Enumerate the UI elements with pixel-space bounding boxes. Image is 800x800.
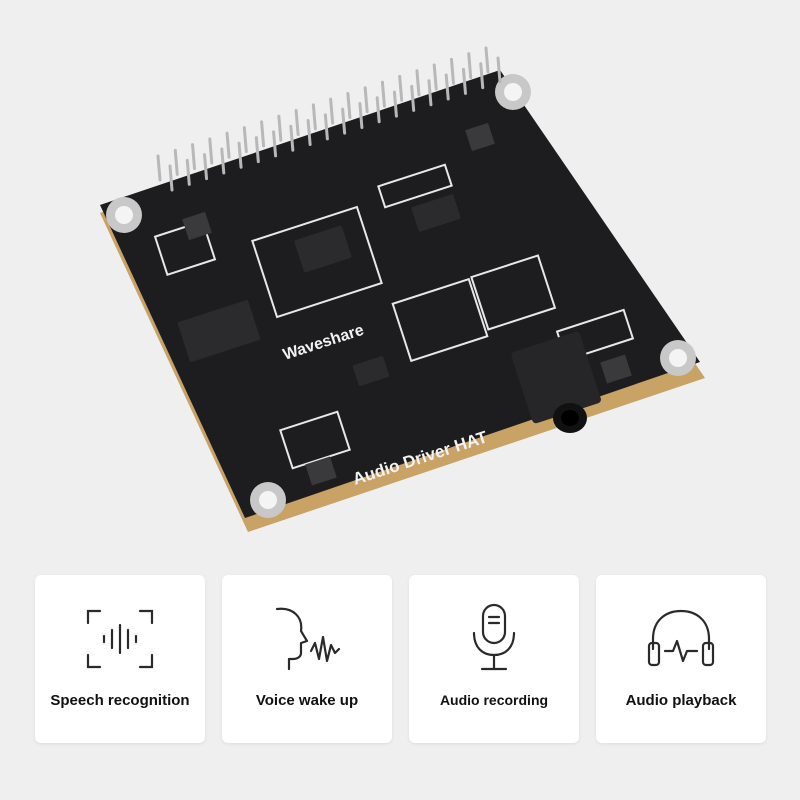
header-pin bbox=[380, 80, 386, 108]
header-pin bbox=[311, 103, 317, 131]
header-pin bbox=[168, 164, 174, 192]
header-pin bbox=[173, 148, 179, 176]
feature-card-speech-recognition: Speech recognition bbox=[35, 575, 205, 743]
header-pin bbox=[467, 52, 473, 80]
header-pin bbox=[185, 158, 191, 186]
feature-label: Audio playback bbox=[625, 692, 737, 709]
header-pin bbox=[289, 124, 295, 152]
voice-wake-icon bbox=[275, 607, 341, 671]
header-pin bbox=[191, 143, 197, 171]
header-pin bbox=[208, 137, 214, 165]
mounting-hole bbox=[250, 482, 286, 518]
header-pin bbox=[260, 120, 266, 148]
header-pin bbox=[363, 86, 369, 114]
header-pin bbox=[496, 56, 502, 84]
header-pin bbox=[444, 73, 450, 101]
header-pin bbox=[461, 67, 467, 95]
mounting-hole bbox=[106, 197, 142, 233]
header-pin bbox=[398, 74, 404, 102]
header-pin bbox=[410, 84, 416, 112]
ic-chip bbox=[411, 194, 461, 232]
microphone-icon bbox=[472, 603, 516, 671]
feature-label: Audio recording bbox=[439, 692, 549, 708]
header-pin bbox=[323, 113, 329, 141]
header-pin bbox=[156, 154, 162, 182]
ic-chip bbox=[177, 300, 261, 362]
header-pin bbox=[346, 91, 352, 119]
header-pin bbox=[242, 126, 248, 154]
header-pin bbox=[358, 101, 364, 129]
header-pin bbox=[220, 147, 226, 175]
header-pin bbox=[203, 153, 209, 181]
speech-recognition-icon bbox=[86, 609, 154, 669]
gpio-header bbox=[156, 46, 502, 192]
mounting-hole bbox=[660, 340, 696, 376]
ic-chip bbox=[352, 356, 390, 386]
small-component bbox=[182, 122, 632, 486]
mounting-hole bbox=[495, 74, 531, 110]
ic-chip bbox=[294, 225, 352, 273]
feature-card-audio-playback: Audio playback bbox=[596, 575, 766, 743]
product-photo: Waveshare Audio Driver HAT bbox=[100, 46, 705, 532]
header-pin bbox=[341, 107, 347, 135]
header-pin bbox=[392, 90, 398, 118]
header-pin bbox=[277, 114, 283, 142]
header-pin bbox=[306, 119, 312, 147]
header-pin bbox=[484, 46, 490, 74]
feature-card-audio-recording: Audio recording bbox=[409, 575, 579, 743]
header-pin bbox=[237, 141, 243, 169]
header-pin bbox=[427, 79, 433, 107]
header-pin bbox=[329, 97, 335, 125]
feature-label: Speech recognition bbox=[50, 692, 190, 709]
header-pin bbox=[375, 96, 381, 124]
header-pin bbox=[225, 131, 231, 159]
header-pin bbox=[449, 57, 455, 85]
feature-card-voice-wake-up: Voice wake up bbox=[222, 575, 392, 743]
header-pin bbox=[272, 130, 278, 158]
feature-label: Voice wake up bbox=[255, 692, 359, 709]
header-pin bbox=[294, 109, 300, 137]
pcb-board: Waveshare Audio Driver HAT bbox=[100, 46, 705, 532]
header-pin bbox=[415, 69, 421, 97]
audio-jack bbox=[511, 331, 601, 433]
header-pin bbox=[432, 63, 438, 91]
headphones-icon bbox=[647, 609, 715, 667]
header-pin bbox=[479, 62, 485, 90]
header-pin bbox=[254, 136, 260, 164]
